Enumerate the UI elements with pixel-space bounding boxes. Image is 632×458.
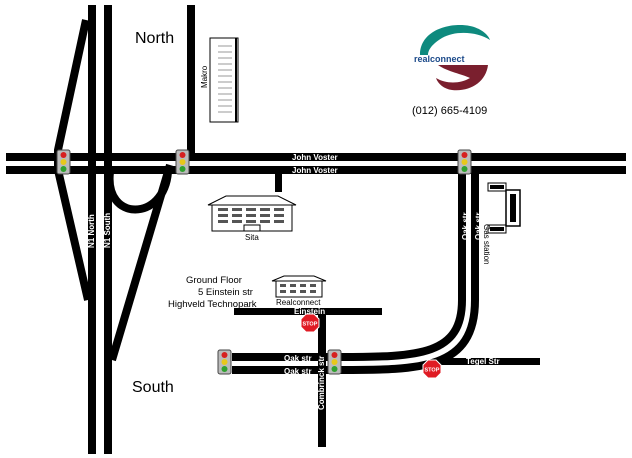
address-line-3: Highveld Technopark xyxy=(168,299,257,310)
label-realconnect-building: Realconnect xyxy=(276,298,321,307)
label-john-voster-upper: John Voster xyxy=(292,153,338,162)
logo-teal-arc xyxy=(420,25,490,55)
john-voster-road xyxy=(6,153,626,174)
traffic-light-makro xyxy=(175,149,190,175)
tegel-street xyxy=(436,358,540,365)
label-oak-lower: Oak str xyxy=(284,367,312,376)
stop-sign-einstein: STOP xyxy=(300,313,320,333)
makro-road xyxy=(187,5,195,155)
label-north: North xyxy=(135,30,174,47)
label-oak-upper: Oak str xyxy=(284,354,312,363)
label-oak-vertical-left: Oak str xyxy=(461,212,470,240)
logo-maroon-arc xyxy=(436,65,488,91)
stop-sign-einstein-label: STOP xyxy=(303,322,318,328)
makro-building xyxy=(209,37,239,123)
label-makro: Makro xyxy=(200,65,209,88)
label-einstein: Einstein xyxy=(294,307,325,316)
traffic-light-n1 xyxy=(56,149,71,175)
realconnect-building xyxy=(271,275,327,298)
sita-building xyxy=(207,195,297,232)
label-sita: Sita xyxy=(245,233,259,242)
realconnect-logo xyxy=(420,25,490,91)
label-john-voster-lower: John Voster xyxy=(292,166,338,175)
label-south: South xyxy=(132,379,174,396)
label-oak-vertical-right: Oak str xyxy=(474,212,483,240)
combrinck-street xyxy=(318,315,326,447)
traffic-light-oak-john-voster xyxy=(457,149,472,175)
loop-ramp xyxy=(105,171,172,214)
traffic-light-oak-combrinck xyxy=(327,349,342,375)
einstein-street xyxy=(234,308,382,315)
logo-text: realconnect xyxy=(414,54,465,64)
phone-number: (012) 665-4109 xyxy=(412,105,487,117)
label-tegel: Tegel Str xyxy=(466,357,500,366)
address-line-1: Ground Floor xyxy=(186,275,242,286)
label-n1-south: N1 South xyxy=(103,213,112,248)
gas-station xyxy=(487,182,521,234)
label-gas-station: Gas station xyxy=(482,224,491,264)
sita-access-road xyxy=(275,174,282,192)
traffic-light-oak-west xyxy=(217,349,232,375)
label-combrinck: Combrinck str xyxy=(317,356,326,410)
stop-sign-tegel-label: STOP xyxy=(425,368,440,374)
stop-sign-tegel: STOP xyxy=(422,359,442,379)
label-n1-north: N1 North xyxy=(87,214,96,248)
address-line-2: 5 Einstein str xyxy=(198,287,253,298)
